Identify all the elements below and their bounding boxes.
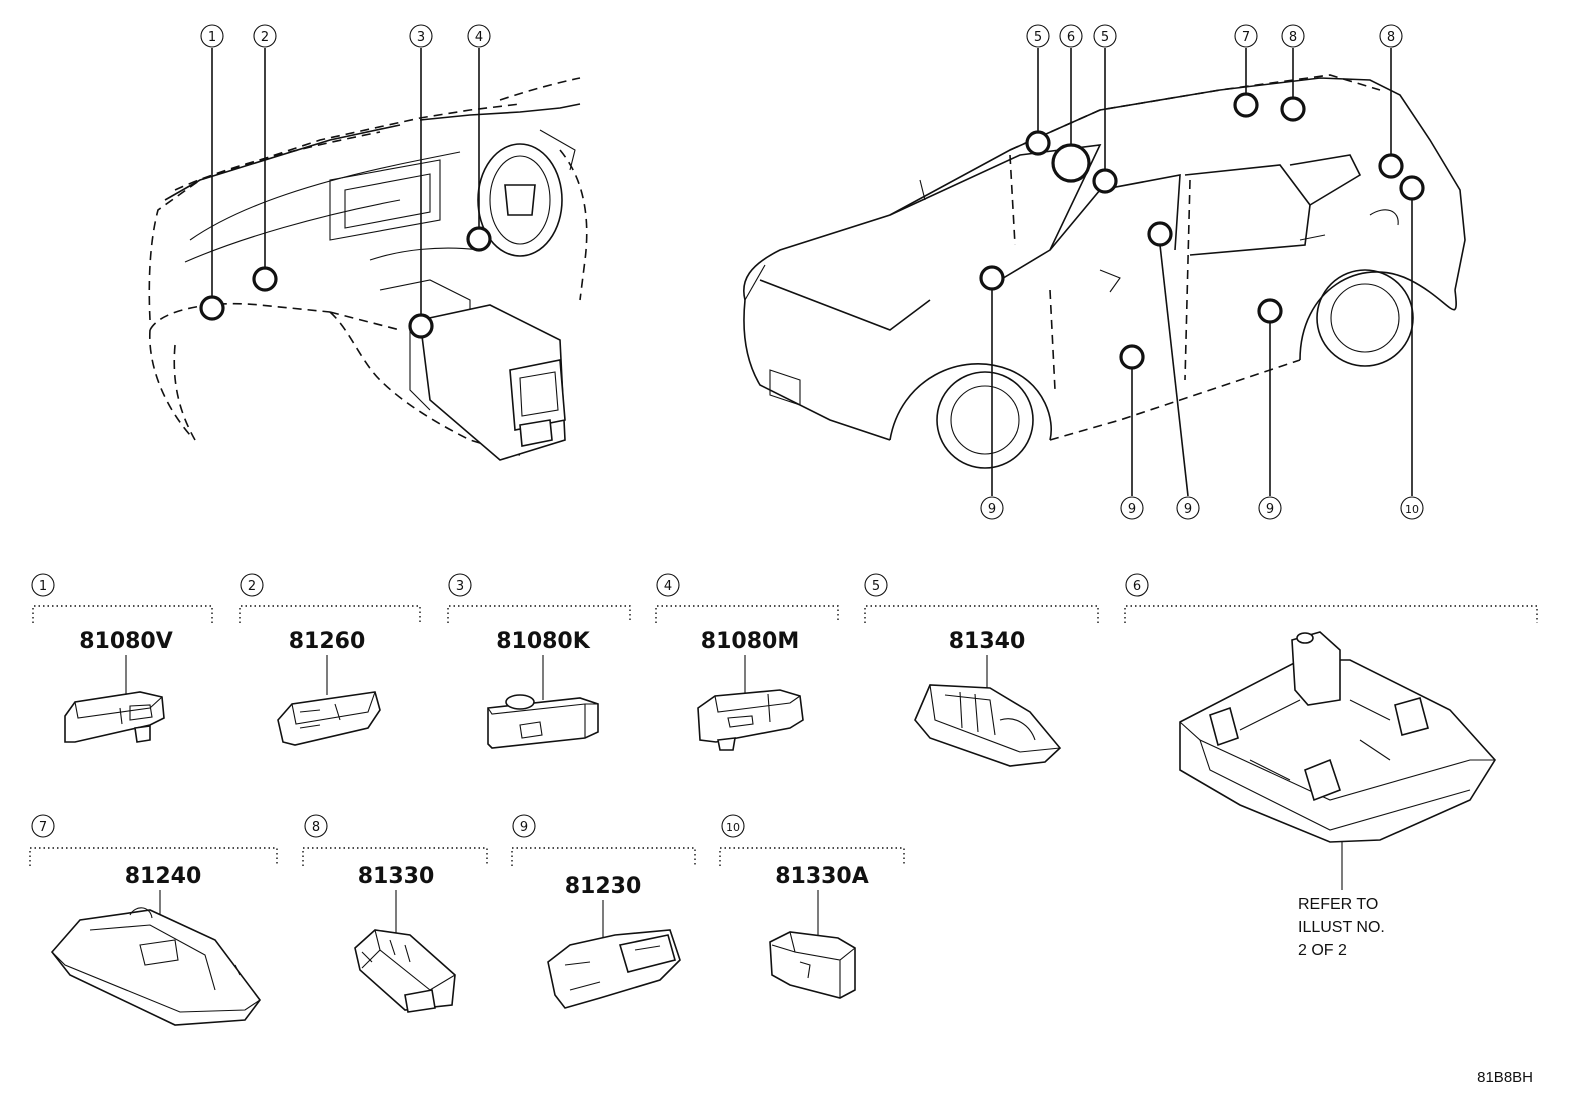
location-marker-8b	[1378, 153, 1404, 179]
part-index: 1	[39, 579, 47, 594]
callout: 1	[200, 24, 224, 48]
part-number: 81340	[949, 629, 1026, 654]
part-entry-7: 7 81240	[29, 814, 278, 1026]
part-entry-8: 8 81330	[302, 814, 488, 1013]
location-marker-9c	[1147, 221, 1173, 247]
part-number: 81330	[358, 864, 435, 889]
interior-location-markers	[199, 226, 492, 339]
part-index: 2	[248, 579, 256, 594]
callout-label: 2	[261, 30, 269, 45]
location-marker-5a	[1025, 130, 1051, 156]
location-marker-9d	[1257, 298, 1283, 324]
note-line-3: 2 OF 2	[1298, 942, 1347, 959]
exterior-location-markers	[979, 92, 1425, 370]
location-marker-5b	[1092, 168, 1118, 194]
part-number: 81080K	[496, 629, 591, 654]
part-entry-2: 2 81260	[239, 573, 421, 746]
interior-dashboard-illustration	[148, 77, 588, 461]
callout: 4	[467, 24, 491, 48]
callout: 10	[1400, 496, 1424, 520]
callout-label: 8	[1289, 30, 1297, 45]
callout-label: 8	[1387, 30, 1395, 45]
callout: 7	[1234, 24, 1258, 48]
callout: 8	[1379, 24, 1403, 48]
part-entry-1: 1 81080V	[31, 573, 213, 743]
part-index: 10	[726, 821, 740, 834]
callout: 9	[1176, 496, 1200, 520]
callout-numbers: 1 2 3 4 5 6 5 7 8 8 9 9 9 9 10	[200, 24, 1424, 520]
note-line-1: REFER TO	[1298, 896, 1378, 913]
exterior-leaders	[991, 48, 1413, 497]
part-entry-10: 10 81330A	[719, 814, 905, 999]
part-index: 6	[1133, 579, 1141, 594]
part-index: 5	[872, 579, 880, 594]
part-number: 81230	[565, 874, 642, 899]
part-entry-4: 4 81080M	[655, 573, 839, 751]
callout: 2	[253, 24, 277, 48]
callout: 3	[409, 24, 433, 48]
location-marker-2	[252, 266, 278, 292]
part-number: 81260	[289, 629, 366, 654]
location-marker-9b	[1119, 344, 1145, 370]
callout-label: 9	[1128, 502, 1136, 517]
vehicle-illustration	[743, 74, 1466, 469]
callout: 8	[1281, 24, 1305, 48]
location-marker-4	[466, 226, 492, 252]
callout-label: 9	[1266, 502, 1274, 517]
part-entry-5: 5 81340	[864, 573, 1099, 767]
part-index: 3	[456, 579, 464, 594]
callout-label: 5	[1034, 30, 1042, 45]
part-entry-6: 6 REFER TO ILLUST NO. 2 OF 2	[1124, 573, 1538, 959]
callout-label: 10	[1405, 503, 1419, 516]
callout-label: 9	[988, 502, 996, 517]
part-index: 7	[39, 820, 47, 835]
part-number: 81330A	[775, 864, 869, 889]
location-marker-7	[1233, 92, 1259, 118]
callout-label: 9	[1184, 502, 1192, 517]
callout: 6	[1059, 24, 1083, 48]
location-marker-6	[1051, 143, 1091, 183]
callout-label: 4	[475, 30, 483, 45]
part-number: 81080M	[701, 629, 799, 654]
location-marker-9a	[979, 265, 1005, 291]
callout: 9	[1120, 496, 1144, 520]
callout: 5	[1026, 24, 1050, 48]
note-line-2: ILLUST NO.	[1298, 919, 1385, 936]
part-number: 81080V	[79, 629, 173, 654]
location-marker-8a	[1280, 96, 1306, 122]
illustration-code: 81B8BH	[1477, 1069, 1533, 1086]
part-entry-9: 9 81230	[511, 814, 696, 1009]
callout: 9	[1258, 496, 1282, 520]
location-marker-3	[408, 313, 434, 339]
callout: 5	[1093, 24, 1117, 48]
callout-label: 3	[417, 30, 425, 45]
interior-leaders	[211, 48, 480, 314]
part-number: 81240	[125, 864, 202, 889]
location-marker-10	[1399, 175, 1425, 201]
callout-label: 7	[1242, 30, 1250, 45]
part-index: 8	[312, 820, 320, 835]
part-index: 9	[520, 820, 528, 835]
callout: 9	[980, 496, 1004, 520]
callout-label: 6	[1067, 30, 1075, 45]
part-index: 4	[664, 579, 672, 594]
callout-label: 1	[208, 30, 216, 45]
callout-label: 5	[1101, 30, 1109, 45]
location-marker-1	[199, 295, 225, 321]
part-entry-3: 3 81080K	[447, 573, 631, 749]
